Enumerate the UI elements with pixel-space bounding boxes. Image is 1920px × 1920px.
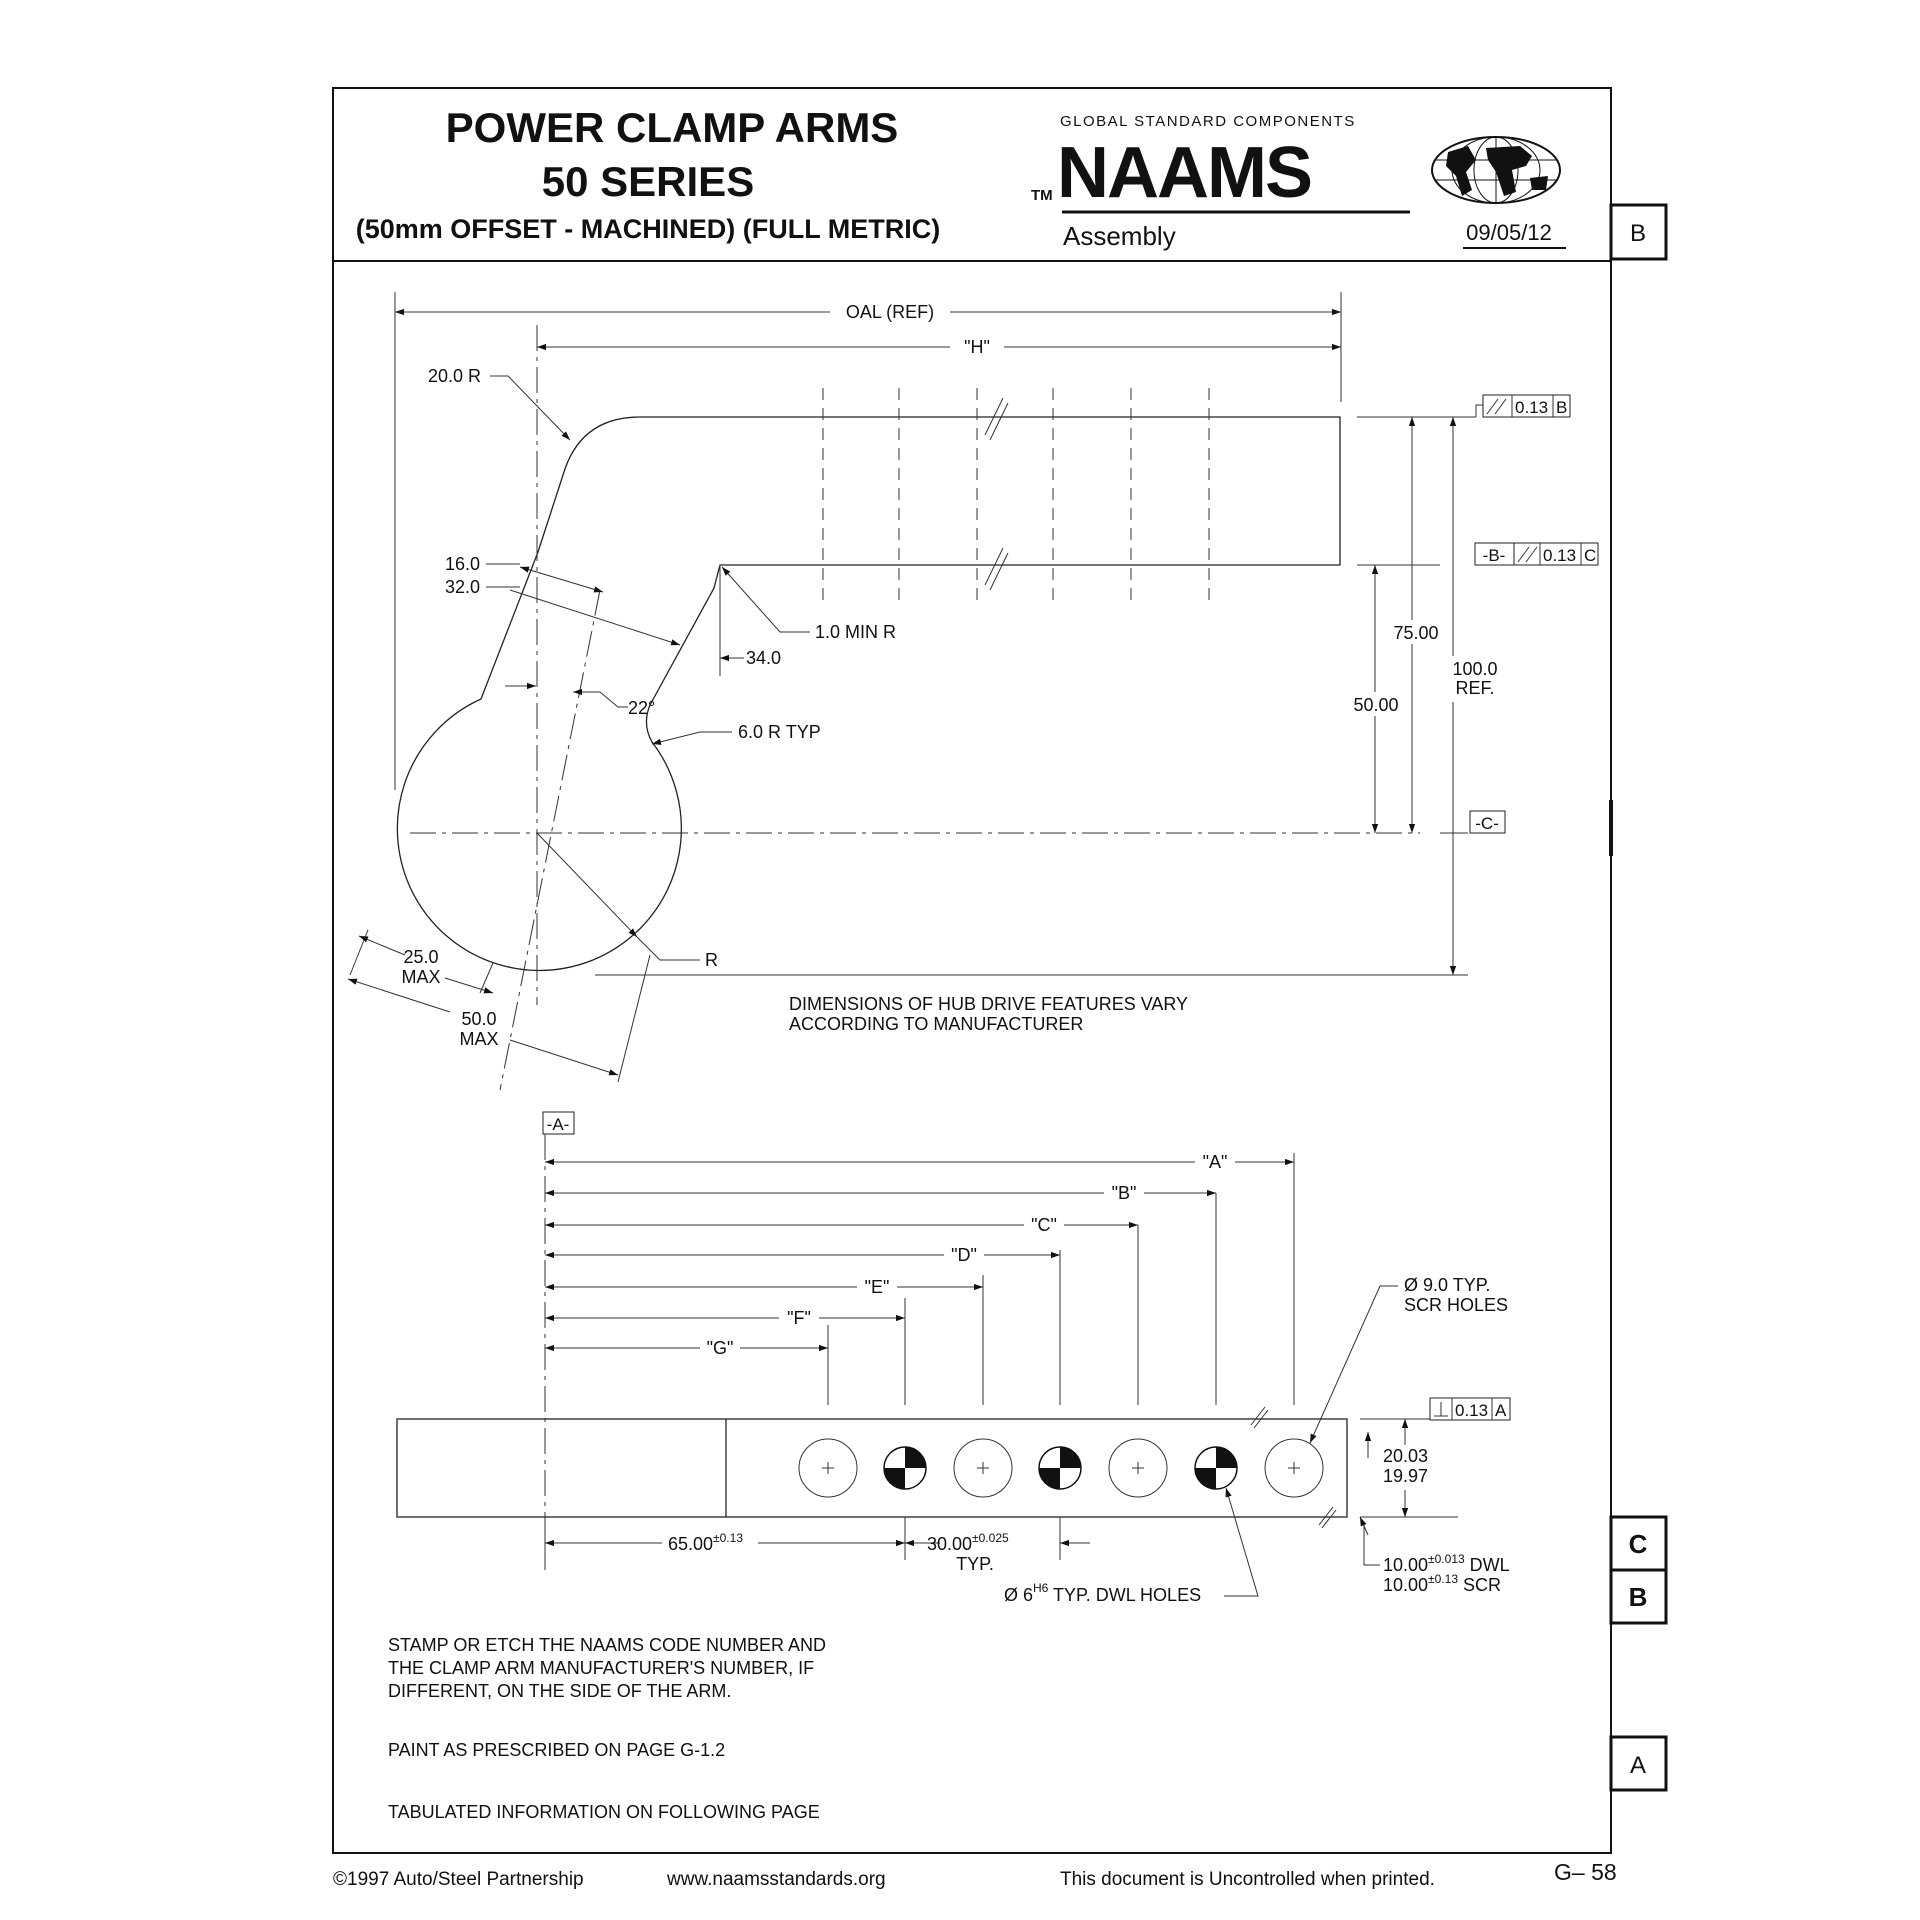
footer-url: www.naamsstandards.org [666, 1869, 886, 1890]
side-tab-b-top [1609, 203, 1668, 261]
dim-75: 75.00 [1393, 623, 1438, 643]
fcf-parallel-c [1513, 542, 1599, 566]
dim-50: 50.00 [1353, 695, 1398, 715]
fcf-parallel-c-ref: C [1584, 546, 1596, 565]
fcf-parallel-c-value: 0.13 [1543, 546, 1576, 565]
dwl-hole [883, 1446, 927, 1490]
scr-holes-note-2: SCR HOLES [1404, 1295, 1508, 1315]
tabulated-note: TABULATED INFORMATION ON FOLLOWING PAGE [388, 1802, 820, 1822]
paint-note: PAINT AS PRESCRIBED ON PAGE G-1.2 [388, 1740, 725, 1760]
dim-r: R [705, 950, 718, 970]
datum-c-label: -C- [1475, 814, 1499, 833]
dim-65: 65.00±0.13 [668, 1531, 743, 1554]
dim-a: "A" [1203, 1152, 1228, 1172]
dim-25-max: 25.0 [403, 947, 438, 967]
dim-32: 32.0 [445, 577, 480, 597]
scr-hole [1264, 1438, 1324, 1498]
side-tab-a-label: A [1630, 1752, 1646, 1779]
dwl-holes-note: Ø 6H6 TYP. DWL HOLES [1004, 1581, 1201, 1605]
dim-r20: 20.0 R [428, 366, 481, 386]
footer-copyright: ©1997 Auto/Steel Partnership [333, 1869, 584, 1890]
brand-logo-text: NAAMS [1057, 133, 1311, 213]
dim-b: "B" [1112, 1183, 1137, 1203]
scr-hole [798, 1438, 858, 1498]
scr-holes-note-1: Ø 9.0 TYP. [1404, 1275, 1490, 1295]
datum-b-label: -B- [1483, 546, 1506, 565]
hub-note-line-2: ACCORDING TO MANUFACTURER [789, 1014, 1083, 1034]
globe-icon [1431, 136, 1561, 204]
top-view: OAL (REF) "H" 20.0 R 16.0 32.0 34.0 1.0 … [347, 292, 1599, 1091]
dim-50-max: 50.0 [461, 1009, 496, 1029]
scr-hole [1108, 1438, 1168, 1498]
hub-note-line-1: DIMENSIONS OF HUB DRIVE FEATURES VARY [789, 994, 1188, 1014]
page-number: G– 58 [1554, 1859, 1617, 1885]
dim-width-min: 19.97 [1383, 1466, 1428, 1486]
dim-f: "F" [787, 1308, 811, 1328]
dim-angle: 22° [628, 698, 655, 718]
fcf-perpendicular-value: 0.13 [1455, 1401, 1488, 1420]
dim-g: "G" [707, 1338, 734, 1358]
title-line-2: 50 SERIES [542, 158, 754, 205]
datum-a [542, 1111, 575, 1135]
stamp-note-line-2: THE CLAMP ARM MANUFACTURER'S NUMBER, IF [388, 1658, 814, 1678]
fcf-perpendicular-ref: A [1495, 1401, 1507, 1420]
dim-e: "E" [865, 1277, 890, 1297]
dim-width-max: 20.03 [1383, 1446, 1428, 1466]
dim-r6: 6.0 R TYP [738, 722, 821, 742]
fcf-perpendicular-a [1429, 1397, 1511, 1421]
side-tab-c [1609, 1515, 1668, 1572]
dim-25-max-label: MAX [401, 967, 440, 987]
stamp-note-line-3: DIFFERENT, ON THE SIDE OF THE ARM. [388, 1681, 731, 1701]
dim-edge-dwl: 10.00±0.013 DWL [1383, 1552, 1510, 1575]
dwl-hole [1038, 1446, 1082, 1490]
dim-100-ref: REF. [1455, 678, 1494, 698]
dim-d: "D" [951, 1245, 977, 1265]
datum-c [1469, 810, 1506, 834]
title-line-1: POWER CLAMP ARMS [446, 104, 899, 151]
arm-front-body [396, 1418, 1348, 1518]
dim-34: 34.0 [746, 648, 781, 668]
sheet-border [332, 87, 1612, 1854]
revision-date: 09/05/12 [1466, 220, 1552, 245]
view-label: Assembly [1063, 221, 1176, 251]
side-tab-a [1609, 1735, 1668, 1792]
brand-tagline: GLOBAL STANDARD COMPONENTS [1060, 113, 1356, 130]
dim-min-r: 1.0 MIN R [815, 622, 896, 642]
dim-30-typ: TYP. [956, 1554, 994, 1574]
dim-h: "H" [964, 337, 990, 357]
dim-c: "C" [1031, 1215, 1057, 1235]
trademark-mark: TM [1031, 187, 1053, 204]
fcf-parallel-b-ref: B [1556, 398, 1567, 417]
title-line-3: (50mm OFFSET - MACHINED) (FULL METRIC) [356, 214, 940, 244]
dwl-hole [1194, 1446, 1238, 1490]
stamp-note-line-1: STAMP OR ETCH THE NAAMS CODE NUMBER AND [388, 1635, 826, 1655]
dim-16: 16.0 [445, 554, 480, 574]
arm-outline [396, 416, 1341, 972]
side-tab-b [1609, 1568, 1668, 1625]
side-tab-b-label: B [1629, 1582, 1648, 1612]
side-tab-c-label: C [1629, 1529, 1648, 1559]
fcf-parallel-b [1482, 394, 1571, 418]
dim-100: 100.0 [1452, 659, 1497, 679]
datum-a-label: -A- [547, 1115, 570, 1134]
scr-hole [953, 1438, 1013, 1498]
dim-edge-scr: 10.00±0.13 SCR [1383, 1572, 1501, 1595]
dim-50-max-label: MAX [459, 1029, 498, 1049]
fcf-parallel-b-value: 0.13 [1515, 398, 1548, 417]
dim-oal: OAL (REF) [846, 302, 934, 322]
side-tab-b-top-label: B [1630, 220, 1646, 247]
dim-30: 30.00±0.025 [927, 1531, 1009, 1554]
footer-uncontrolled: This document is Uncontrolled when print… [1060, 1869, 1435, 1890]
front-view: -A- "A" "B" "C" "D" "E" "F" "G" Ø 9.0 TY [396, 1111, 1511, 1605]
